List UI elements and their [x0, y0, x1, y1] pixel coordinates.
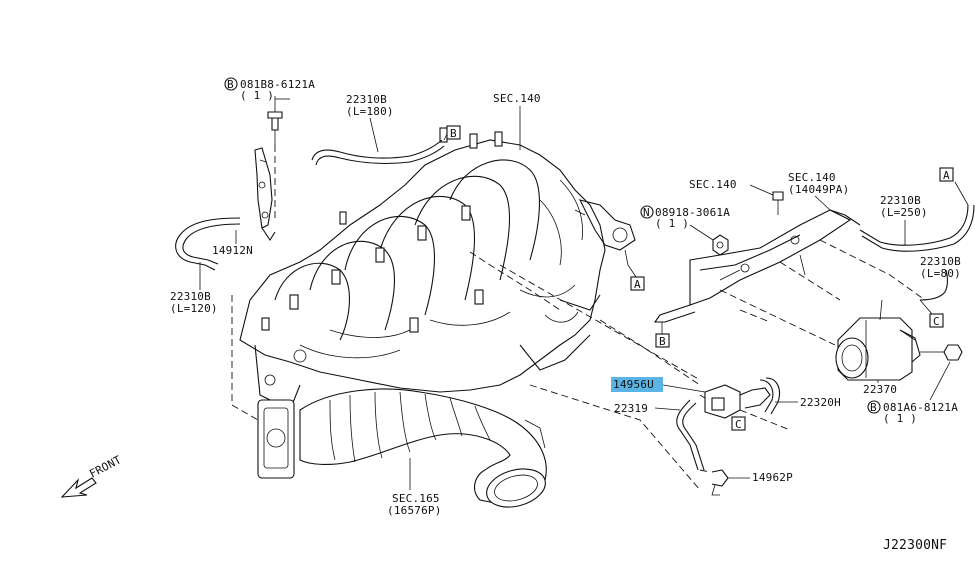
bolt-081b8 [267, 96, 283, 145]
sec140-mid: SEC.140 [788, 171, 836, 184]
canister-22370 [835, 299, 921, 381]
svg-text:A: A [943, 169, 950, 182]
canister-part-number: 22370 [863, 383, 897, 396]
svg-text:N: N [643, 206, 650, 219]
hose-22310b-l80 [919, 269, 948, 301]
hose-right-part-number: 22310B [880, 194, 921, 207]
circle-n-symbol: N [640, 205, 654, 219]
solenoid-part-number[interactable]: 14956U [613, 378, 654, 391]
svg-text:B: B [659, 335, 666, 348]
nut-qty: ( 1 ) [655, 217, 689, 230]
hose-22310b-l250 [859, 204, 975, 252]
bolt-top-qty: ( 1 ) [240, 89, 274, 102]
nut-08918 [689, 224, 729, 256]
sec140-mid-part: (14049PA) [788, 183, 849, 196]
solenoid-highlight [611, 377, 663, 392]
bolt-right-part-number: 081A6-8121A [883, 401, 958, 414]
hose-22310b-l120 [175, 217, 241, 271]
drawing-id: J22300NF [883, 538, 947, 553]
solenoid-14956u [699, 384, 791, 431]
air-duct [299, 388, 547, 508]
circle-b-text: B [227, 78, 234, 91]
small-bolt [772, 191, 784, 215]
ref-b-bottom: B [655, 333, 670, 348]
hose-left-length: (L=120) [170, 302, 218, 315]
circle-b-symbol-right: B [867, 400, 881, 414]
svg-text:B: B [450, 127, 457, 140]
bolt-right-qty: ( 1 ) [883, 412, 917, 425]
intake-manifold [239, 127, 636, 479]
ref-a-right: A [939, 167, 954, 182]
ref-c-right: C [929, 313, 944, 328]
hose-left-part-number: 22310B [170, 290, 211, 303]
bolt-top-part-number: 081B8-6121A [240, 78, 315, 91]
hose-right2-part-number: 22310B [920, 255, 961, 268]
bracket-14912n [254, 147, 276, 242]
sec165: SEC.165 [392, 492, 440, 505]
ref-c-mid: C [731, 416, 746, 431]
hose-22310b-l180 [311, 139, 445, 166]
bolt-081a6 [920, 344, 963, 361]
svg-text:C: C [933, 315, 940, 328]
hose-right-length: (L=250) [880, 206, 928, 219]
hose-22320h-part-number: 22320H [800, 396, 841, 409]
hose-top-part-number: 22310B [346, 93, 387, 106]
hose-22319 [676, 399, 705, 471]
bracket-part-number: 14912N [212, 244, 253, 257]
hose-22319-part-number: 22319 [614, 402, 648, 415]
svg-text:B: B [870, 401, 877, 414]
circle-b-symbol-top: B [224, 77, 238, 91]
leader-left [231, 295, 259, 421]
clip-part-number: 14962P [752, 471, 793, 484]
front-label: FRONT [87, 453, 123, 481]
sec165-part: (16576P) [387, 504, 442, 517]
sec140-small: SEC.140 [689, 178, 737, 191]
ref-a-mid: A [630, 276, 645, 291]
svg-text:A: A [634, 278, 641, 291]
hose-right2-length: (L=80) [920, 267, 961, 280]
svg-text:C: C [735, 418, 742, 431]
sec140-top: SEC.140 [493, 92, 541, 105]
nut-part-number: 08918-3061A [655, 206, 730, 219]
ref-b-top: B [446, 125, 461, 140]
front-arrow: FRONT [60, 453, 124, 498]
bracket-assembly [653, 209, 861, 323]
clip-14962p [699, 469, 729, 496]
hose-top-length: (L=180) [346, 105, 394, 118]
